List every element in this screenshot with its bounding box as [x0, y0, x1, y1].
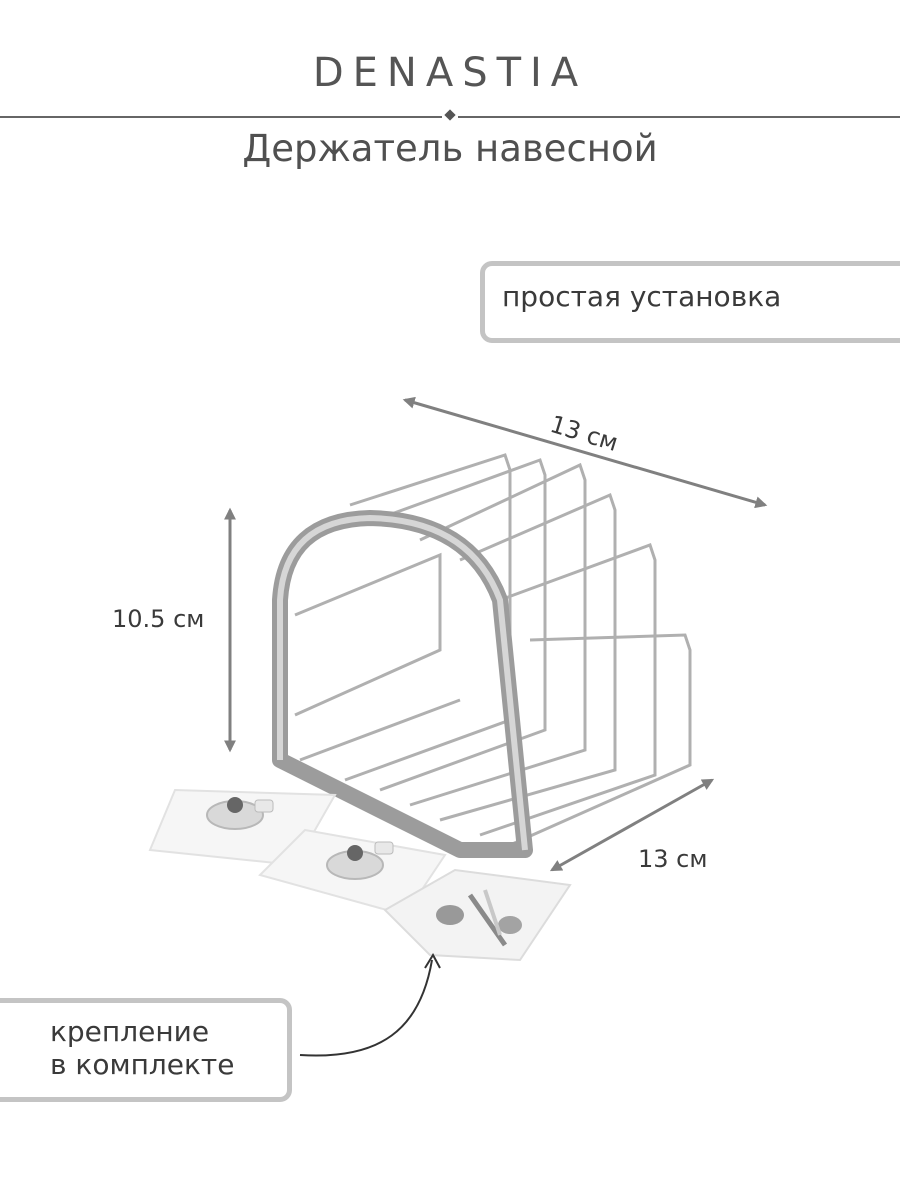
product-title: Держатель навесной [242, 127, 658, 170]
rack-wires [294, 453, 692, 847]
height-label: 10.5 см [112, 605, 205, 633]
width-arrow [402, 396, 768, 509]
depth-label: 13 см [638, 845, 708, 873]
callout-install-box [480, 261, 900, 343]
depth-arrow [549, 778, 715, 872]
brand-logo: DENASTIA [312, 50, 588, 96]
divider-left [0, 116, 442, 118]
screws-bag [383, 868, 572, 962]
callout-kit-box [0, 998, 292, 1102]
divider-right [458, 116, 900, 118]
callout-kit-text: крепление в комплекте [50, 1015, 234, 1081]
callout-kit-line1: крепление [50, 1015, 210, 1048]
callout-kit-line2: в комплекте [50, 1048, 235, 1081]
kit-pointer-arrow [299, 959, 433, 1057]
callout-install-text: простая установка [502, 280, 782, 313]
